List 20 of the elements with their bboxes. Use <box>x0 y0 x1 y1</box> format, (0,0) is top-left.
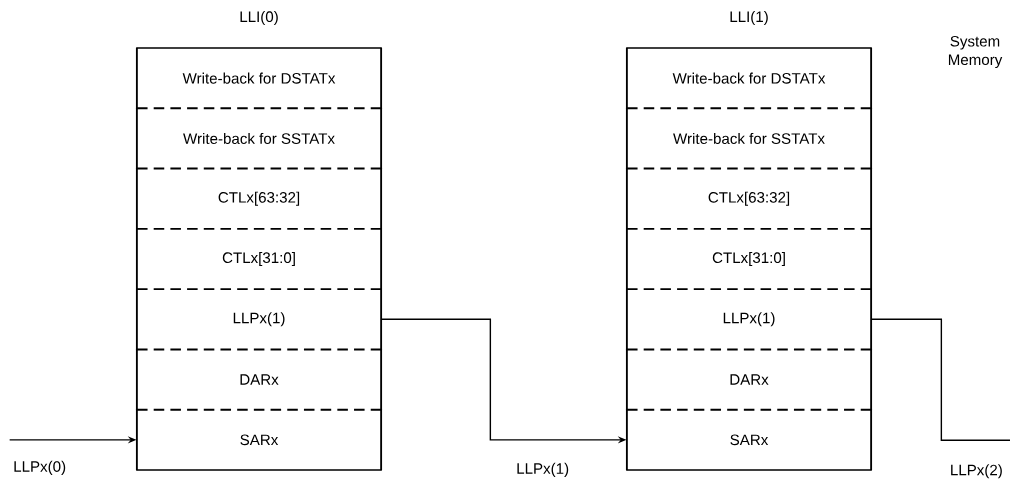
register-field: CTLx[31:0] <box>625 227 873 291</box>
register-field: LLPx(1) <box>625 288 873 351</box>
register-field: Write-back for SSTATx <box>625 107 873 170</box>
register-field: SARx <box>135 408 383 472</box>
register-field: CTLx[31:0] <box>135 227 383 291</box>
note-text: System Memory <box>948 35 1003 69</box>
register-field: Write-back for SSTATx <box>135 107 383 170</box>
register-field: DARx <box>625 348 873 411</box>
register-field: CTLx[63:32] <box>625 167 873 230</box>
node-label: LLI(0) <box>240 10 278 26</box>
edge-label: LLPx(2) <box>951 464 1002 479</box>
register-field: Write-back for DSTATx <box>625 46 873 110</box>
edge-label: LLPx(1) <box>517 462 569 477</box>
register-field: Write-back for DSTATx <box>135 46 383 110</box>
register-field: DARx <box>135 348 383 411</box>
register-field: LLPx(1) <box>135 288 383 351</box>
node-label: LLI(1) <box>730 10 768 26</box>
register-field: SARx <box>625 408 873 472</box>
register-field: CTLx[63:32] <box>135 167 383 230</box>
edge-label: LLPx(0) <box>14 460 66 475</box>
